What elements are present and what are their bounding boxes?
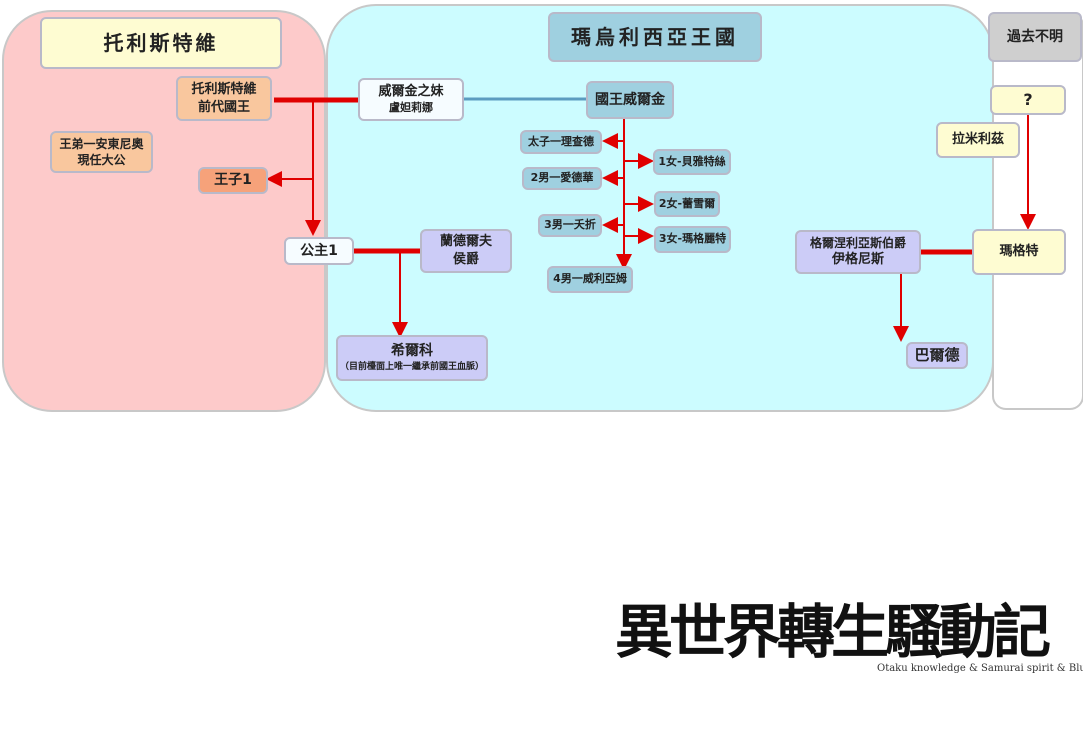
node-king: 國王威爾金	[586, 81, 674, 119]
unknown-past-region	[992, 12, 1083, 410]
node-child-richard: 太子一理查德	[520, 130, 602, 154]
node-child-william: 4男一威利亞姆	[547, 266, 633, 293]
node-child-edward: 2男一愛德華	[522, 167, 602, 190]
node-princess1: 公主1	[284, 237, 354, 265]
node-unknown: ?	[990, 85, 1066, 115]
torristvey-title: 托利斯特維	[40, 17, 282, 69]
unknown-past-title: 過去不明	[988, 12, 1082, 62]
node-hilco: 希爾科 （目前檯面上唯一繼承前國王血脈）	[336, 335, 488, 381]
node-daughter-rachel: 2女-蕾雪爾	[654, 191, 720, 217]
node-prince1: 王子1	[198, 167, 268, 194]
node-brother-title: 現任大公	[77, 153, 126, 167]
node-count-title: 格爾涅利亞斯伯爵	[809, 236, 906, 251]
node-brother-antonio: 王弟一安東尼奧現任大公	[50, 131, 153, 173]
node-count-name: 伊格尼斯	[831, 252, 884, 268]
node-queen-relation: 威爾金之妹	[378, 84, 444, 100]
node-ramiris: 拉米利茲	[936, 122, 1020, 158]
node-marquis-randolf: 蘭德爾夫侯爵	[420, 229, 512, 273]
node-child-third-son: 3男一夭折	[538, 214, 602, 237]
logo-title: 異世界轉生騷動記	[615, 598, 1051, 666]
node-count-ignis: 格爾涅利亞斯伯爵伊格尼斯	[795, 230, 921, 274]
node-brother-name: 王弟一安東尼奧	[59, 136, 144, 151]
node-marquis-name: 蘭德爾夫	[439, 234, 492, 250]
node-queen-name: 盧妲莉娜	[389, 100, 433, 114]
node-former-king: 托利斯特維前代國王	[176, 76, 272, 121]
node-bard: 巴爾德	[906, 342, 968, 369]
node-former-king-name: 托利斯特維	[191, 81, 257, 97]
mauricia-title: 瑪烏利西亞王國	[548, 12, 762, 62]
node-margot: 瑪格特	[972, 229, 1066, 275]
node-former-king-title: 前代國王	[197, 99, 250, 115]
node-queen: 威爾金之妹盧妲莉娜	[358, 78, 464, 121]
node-hilco-name: 希爾科	[391, 343, 433, 360]
node-hilco-note: （目前檯面上唯一繼承前國王血脈）	[339, 362, 484, 373]
logo-subtitle: Otaku knowledge & Samurai spirit & Blue …	[877, 663, 1083, 674]
logo: 異世界轉生騷動記 Otaku knowledge & Samurai spiri…	[615, 545, 1083, 735]
torristvey-region	[2, 10, 326, 412]
node-daughter-margaret: 3女-瑪格麗特	[654, 226, 731, 253]
node-daughter-beatrice: 1女-貝雅特絲	[653, 149, 731, 175]
node-marquis-title: 侯爵	[452, 252, 479, 267]
